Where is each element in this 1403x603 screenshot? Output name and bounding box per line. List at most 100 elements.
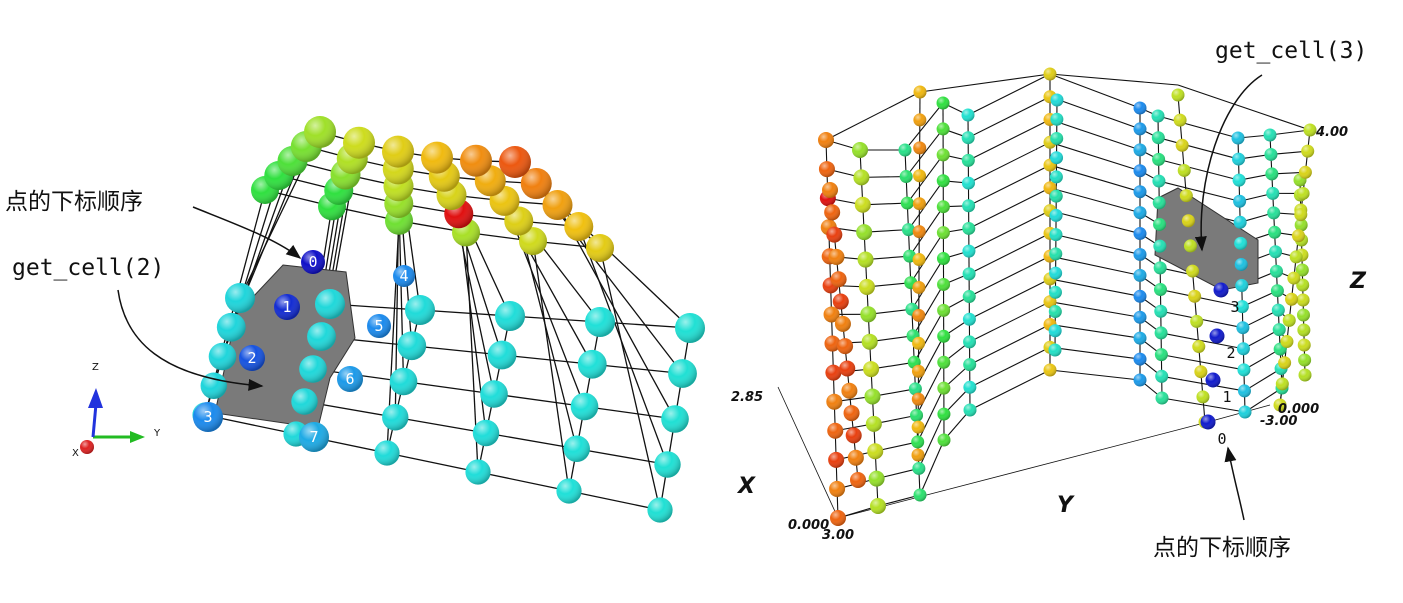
right-point [911, 392, 925, 406]
right-point [1133, 373, 1147, 387]
right-point [913, 85, 927, 99]
right-point [937, 407, 951, 421]
triad-y-label: Y [154, 428, 161, 439]
right-point [1153, 239, 1167, 253]
left-point [487, 340, 517, 370]
right-point [912, 280, 926, 294]
right-point [1133, 268, 1147, 282]
right-point [857, 251, 874, 268]
point-order-label-right: 点的下标顺序 [1153, 535, 1291, 561]
cell-point-1 [274, 294, 300, 320]
right-point [912, 197, 926, 211]
right-point [1266, 186, 1280, 200]
right-point [1298, 368, 1312, 382]
right-point [908, 382, 922, 396]
right-point [850, 472, 866, 488]
right-point [853, 169, 870, 186]
right-point [1050, 112, 1064, 126]
right-point [1303, 123, 1317, 137]
right-point [841, 382, 858, 399]
left-point [661, 405, 689, 433]
right-point [1296, 278, 1310, 292]
right-point [936, 148, 950, 162]
point-order-arrow-right [1224, 446, 1245, 521]
cell-point-index-0: 0 [308, 253, 317, 271]
cell-point-0 [301, 250, 325, 274]
left-point [586, 234, 614, 262]
right-point [1154, 348, 1168, 362]
right-point [1275, 377, 1289, 391]
right-point [852, 142, 868, 158]
right-point [830, 510, 846, 526]
right-point [1050, 151, 1064, 165]
right-point [1232, 152, 1246, 166]
right-point [1177, 163, 1191, 177]
right-point [1272, 323, 1286, 337]
right-point [1267, 206, 1281, 220]
right-point [826, 226, 843, 243]
tick-x-max: 2.85 [731, 390, 764, 405]
triad-z-label: Z [92, 362, 99, 373]
right-point [830, 271, 847, 288]
cell-point-7 [299, 422, 329, 452]
right-cell-point-index-1: 1 [1222, 388, 1231, 406]
right-point [1297, 323, 1311, 337]
right-point [936, 96, 950, 110]
point-order-label-left: 点的下标顺序 [5, 189, 143, 215]
right-point [911, 448, 925, 462]
cell-point-6 [337, 366, 363, 392]
right-point [961, 131, 975, 145]
right-point [1294, 208, 1308, 222]
right-point [912, 308, 926, 322]
right-point [1133, 352, 1147, 366]
cell-point-5 [367, 314, 391, 338]
right-point [962, 267, 976, 281]
right-point [912, 461, 926, 475]
right-point [1049, 170, 1063, 184]
right-point [1285, 292, 1299, 306]
right-point [900, 196, 914, 210]
right-point [936, 252, 950, 266]
left-point [405, 295, 435, 325]
right-point [1296, 186, 1310, 200]
left-point [291, 388, 318, 415]
left-point [307, 322, 336, 351]
left-point [299, 355, 327, 383]
right-point [1133, 164, 1147, 178]
right-point [1133, 310, 1147, 324]
right-point [1048, 305, 1062, 319]
right-point [1296, 293, 1310, 307]
right-point [937, 381, 951, 395]
right-point [1133, 331, 1147, 345]
point-order-arrow-left [192, 206, 302, 259]
left-point [563, 435, 590, 462]
left-point [499, 146, 531, 178]
right-point [865, 415, 882, 432]
right-point [824, 335, 841, 352]
right-point [1175, 138, 1189, 152]
right-point [1048, 324, 1062, 338]
right-point [1049, 189, 1063, 203]
right-point [1282, 313, 1296, 327]
right-point [1234, 257, 1248, 271]
right-point [1295, 263, 1309, 277]
right-point [912, 253, 926, 267]
right-point [912, 336, 926, 350]
right-point [1236, 342, 1250, 356]
left-point [200, 372, 227, 399]
right-point [1049, 247, 1063, 261]
right-point [1265, 167, 1279, 181]
right-point [913, 141, 927, 155]
right-point [1194, 365, 1208, 379]
left-point [564, 212, 594, 241]
right-point [963, 403, 977, 417]
right-point [826, 393, 843, 410]
right-point [1043, 67, 1057, 81]
get-cell-label-left: get_cell(2) [12, 255, 165, 281]
right-point [936, 200, 950, 214]
left-point [519, 227, 547, 256]
right-point [1238, 405, 1252, 419]
right-point [818, 161, 835, 178]
left-point [542, 190, 573, 220]
right-point [864, 388, 881, 405]
